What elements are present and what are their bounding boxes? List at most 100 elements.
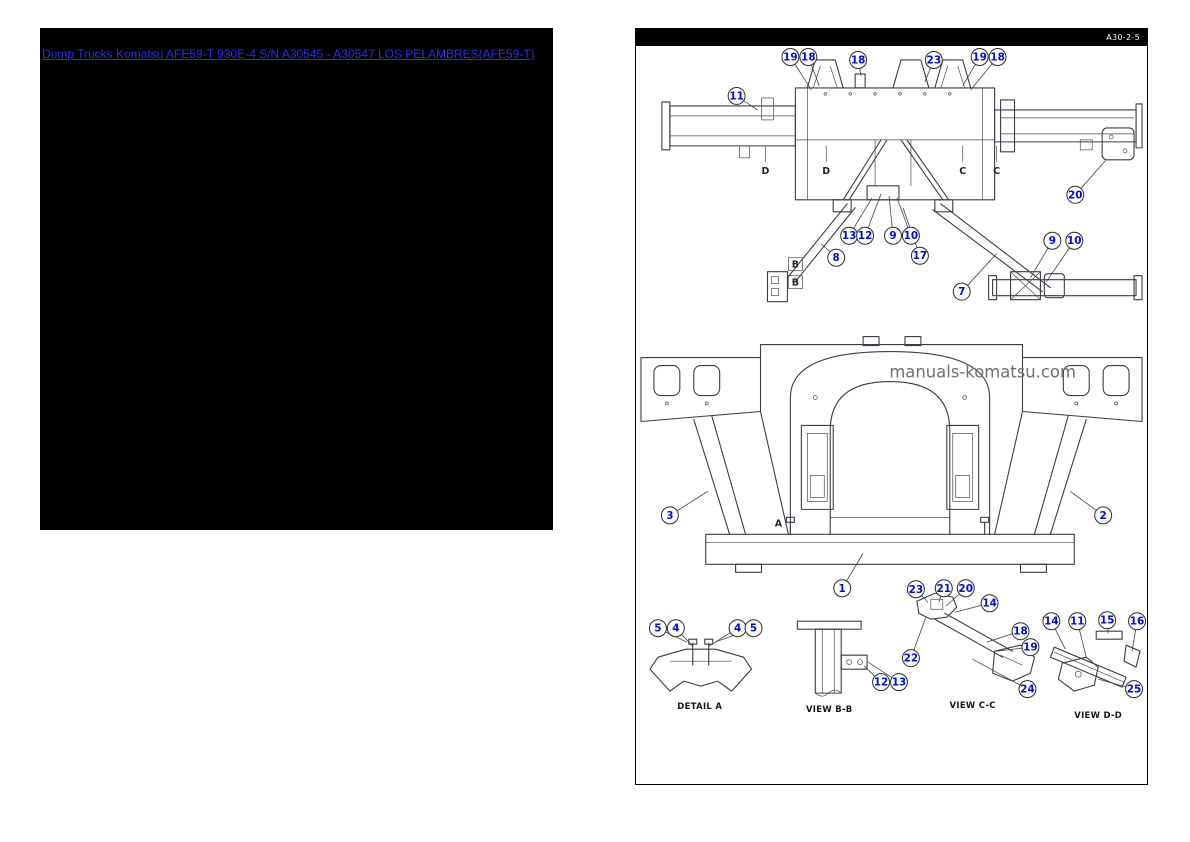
callout-5 — [648, 619, 667, 638]
view-labels: DETAIL A VIEW B-B VIEW C-C VIEW D-D D D C C BB A — [677, 166, 1122, 720]
callout-number: 12 — [858, 230, 873, 242]
callout-15 — [1098, 611, 1117, 630]
callout-10 — [1065, 231, 1084, 250]
callout-19 — [781, 47, 800, 66]
callout-number: 14 — [1044, 616, 1059, 628]
callout-number: 16 — [1130, 616, 1145, 628]
callout-3 — [660, 506, 679, 525]
callout-number: 19 — [972, 51, 987, 63]
callout-number: 23 — [909, 584, 924, 596]
callout-number: 21 — [937, 583, 952, 595]
callout-20 — [956, 579, 975, 598]
callout-number: 9 — [1049, 235, 1056, 247]
section-letter-B: B — [792, 278, 799, 289]
section-letter-B: B — [792, 260, 799, 271]
frame-front-view-art — [640, 336, 1143, 573]
section-letter-D: D — [822, 166, 830, 177]
callout-number: 23 — [927, 54, 942, 66]
callout-5 — [744, 619, 763, 638]
callout-23 — [924, 50, 943, 69]
callout-17 — [910, 246, 929, 265]
callout-number: 1 — [839, 583, 846, 595]
detail-a-art — [649, 638, 753, 692]
callout-8 — [827, 248, 846, 267]
callout-18 — [988, 47, 1007, 66]
section-letter-C: C — [959, 166, 966, 177]
callout-19 — [1021, 638, 1040, 657]
callout-number: 9 — [889, 230, 896, 242]
view-label: DETAIL A — [677, 701, 722, 711]
callout-number: 19 — [1023, 642, 1038, 654]
callout-4 — [666, 619, 685, 638]
callout-number: 13 — [842, 230, 857, 242]
callout-number: 17 — [913, 250, 928, 262]
callout-number: 18 — [1013, 626, 1028, 638]
view-dd-art — [1049, 630, 1141, 692]
callout-13 — [890, 673, 908, 692]
callout-14 — [980, 594, 999, 613]
callout-9 — [884, 226, 902, 245]
callout-number: 13 — [892, 677, 907, 689]
callout-number: 20 — [1068, 189, 1083, 201]
section-letter-D: D — [762, 166, 770, 177]
callout-number: 4 — [734, 623, 741, 635]
callout-number: 24 — [1020, 684, 1035, 696]
callout-25 — [1125, 680, 1144, 699]
callout-18 — [849, 50, 868, 69]
callout-number: 18 — [851, 54, 866, 66]
callout-22 — [901, 649, 920, 668]
callout-7 — [952, 282, 971, 301]
callout-12 — [872, 673, 891, 692]
content-panel: Dump Trucks Komatsu AFE59-T 930E-4 S/N A… — [40, 28, 553, 530]
view-label: VIEW C-C — [950, 700, 996, 710]
page-ref: A30-2-5 — [1106, 33, 1140, 42]
callout-number: 8 — [833, 252, 840, 264]
callout-number: 15 — [1100, 615, 1115, 627]
callout-number: 10 — [904, 230, 919, 242]
callout-number: 5 — [750, 623, 757, 635]
section-letter-A: A — [775, 518, 783, 529]
parts-diagram: manuals-komatsu.com 19181823191811201312… — [640, 47, 1147, 720]
document-link[interactable]: Dump Trucks Komatsu AFE59-T 930E-4 S/N A… — [42, 47, 535, 61]
watermark: manuals-komatsu.com — [889, 363, 1076, 382]
callout-number: 3 — [666, 510, 673, 522]
callout-number: 18 — [801, 51, 816, 63]
callout-number: 5 — [654, 623, 661, 635]
view-bb-art — [796, 620, 868, 697]
callout-number: 11 — [729, 90, 744, 102]
callout-number: 22 — [904, 653, 919, 665]
callout-16 — [1128, 612, 1147, 631]
callout-19 — [970, 47, 989, 66]
callout-number: 25 — [1127, 684, 1142, 696]
callout-12 — [856, 226, 875, 245]
callout-number: 14 — [982, 598, 997, 610]
callout-11 — [1068, 612, 1087, 631]
callout-number: 18 — [990, 51, 1005, 63]
callout-11 — [727, 86, 746, 105]
callout-9 — [1043, 231, 1062, 250]
view-label: VIEW B-B — [806, 704, 853, 714]
callout-number: 19 — [783, 51, 798, 63]
callout-18 — [799, 47, 818, 66]
callout-21 — [934, 579, 953, 598]
callout-1 — [833, 579, 852, 598]
callout-23 — [906, 580, 925, 599]
parts-diagram-panel: A30-2-5 — [635, 28, 1148, 785]
callout-2 — [1094, 506, 1113, 525]
leader-line — [972, 658, 1028, 690]
callout-14 — [1042, 612, 1061, 631]
callout-number: 20 — [958, 583, 973, 595]
callout-number: 7 — [958, 286, 965, 298]
callout-18 — [1011, 622, 1030, 641]
callout-24 — [1018, 680, 1037, 699]
callout-number: 12 — [874, 677, 889, 689]
view-cc-art — [916, 592, 1035, 682]
callout-number: 11 — [1070, 616, 1085, 628]
callout-20 — [1066, 185, 1085, 204]
diagram-header: A30-2-5 — [636, 29, 1147, 46]
callout-number: 2 — [1100, 510, 1107, 522]
view-label: VIEW D-D — [1074, 710, 1122, 720]
section-letter-C: C — [993, 166, 1000, 177]
axle-assembly-art — [661, 59, 1143, 303]
